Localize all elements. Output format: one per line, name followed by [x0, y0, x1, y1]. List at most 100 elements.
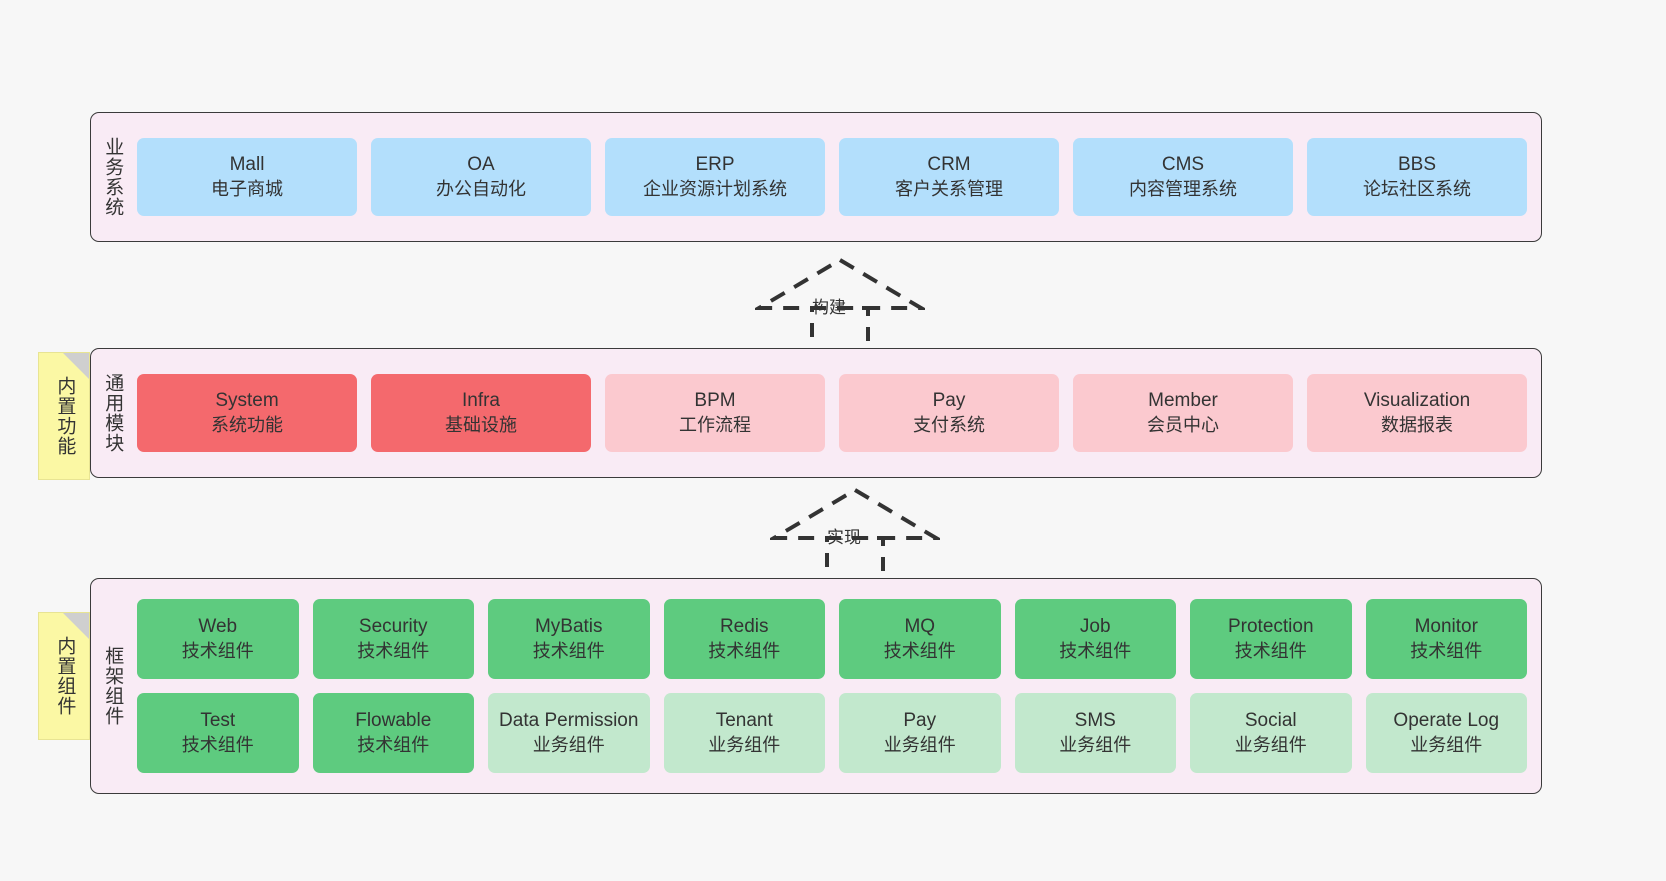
card-system[interactable]: System 系统功能: [137, 374, 357, 452]
card-title: MQ: [904, 615, 936, 637]
card-subtitle: 工作流程: [679, 414, 751, 435]
card-subtitle: 技术组件: [181, 734, 254, 755]
card-flowable[interactable]: Flowable 技术组件: [312, 693, 474, 773]
card-title: Member: [1148, 389, 1218, 411]
card-title: MyBatis: [534, 615, 603, 637]
card-subtitle: 论坛社区系统: [1363, 178, 1471, 199]
card-subtitle: 技术组件: [1059, 640, 1132, 661]
card-title: Pay: [932, 389, 966, 411]
card-job[interactable]: Job 技术组件: [1014, 599, 1176, 679]
card-title: OA: [467, 153, 495, 175]
card-title: Security: [358, 615, 428, 637]
card-subtitle: 业务组件: [1410, 734, 1483, 755]
connector-build-label: 构建: [812, 298, 846, 317]
card-row: Web 技术组件 Security 技术组件 MyBatis 技术组件 Redi…: [137, 599, 1527, 679]
card-title: CMS: [1161, 153, 1205, 175]
card-sms[interactable]: SMS 业务组件: [1014, 693, 1176, 773]
card-subtitle: 基础设施: [445, 414, 517, 435]
layer-title-framework-components: 框架组件: [102, 646, 124, 726]
card-subtitle: 技术组件: [181, 640, 254, 661]
card-title: Data Permission: [499, 709, 639, 731]
card-row: System 系统功能 Infra 基础设施 BPM 工作流程 Pay 支付系统…: [137, 374, 1527, 452]
sticky-note-builtin-features: 内置功能: [38, 352, 90, 480]
card-subtitle: 会员中心: [1147, 414, 1219, 435]
card-subtitle: 业务组件: [532, 734, 605, 755]
card-mq[interactable]: MQ 技术组件: [839, 599, 1001, 679]
card-oa[interactable]: OA 办公自动化: [371, 138, 591, 216]
card-pay-component[interactable]: Pay 业务组件: [839, 693, 1001, 773]
layer-body-common-modules: System 系统功能 Infra 基础设施 BPM 工作流程 Pay 支付系统…: [133, 349, 1541, 477]
card-pay-module[interactable]: Pay 支付系统: [839, 374, 1059, 452]
card-subtitle: 业务组件: [1059, 734, 1132, 755]
card-subtitle: 客户关系管理: [895, 178, 1003, 199]
card-subtitle: 业务组件: [1234, 734, 1307, 755]
card-redis[interactable]: Redis 技术组件: [663, 599, 825, 679]
card-title: Job: [1079, 615, 1111, 637]
layer-body-business-system: Mall 电子商城 OA 办公自动化 ERP 企业资源计划系统 CRM 客户关系…: [133, 113, 1541, 241]
card-title: System: [215, 389, 279, 411]
card-title: Flowable: [355, 709, 432, 731]
connector-implement-label: 实现: [827, 528, 861, 547]
layer-title-business-system: 业务系统: [102, 137, 124, 217]
card-infra[interactable]: Infra 基础设施: [371, 374, 591, 452]
card-social[interactable]: Social 业务组件: [1190, 693, 1352, 773]
card-title: Tenant: [715, 709, 773, 731]
card-subtitle: 系统功能: [211, 414, 283, 435]
layer-title-common-modules: 通用模块: [102, 373, 124, 453]
card-title: Social: [1244, 709, 1297, 731]
card-subtitle: 企业资源计划系统: [643, 178, 787, 199]
card-web[interactable]: Web 技术组件: [137, 599, 299, 679]
card-title: Operate Log: [1393, 709, 1500, 731]
card-title: CRM: [927, 153, 971, 175]
card-mybatis[interactable]: MyBatis 技术组件: [488, 599, 650, 679]
layer-business-system: 业务系统 Mall 电子商城 OA 办公自动化 ERP 企业资源计划系统 CRM…: [90, 112, 1542, 242]
layer-body-framework-components: Web 技术组件 Security 技术组件 MyBatis 技术组件 Redi…: [133, 579, 1541, 793]
card-subtitle: 数据报表: [1381, 414, 1453, 435]
card-member[interactable]: Member 会员中心: [1073, 374, 1293, 452]
card-title: Infra: [461, 389, 501, 411]
card-title: Test: [200, 709, 236, 731]
card-test[interactable]: Test 技术组件: [137, 693, 299, 773]
card-title: Redis: [719, 615, 769, 637]
card-subtitle: 技术组件: [1410, 640, 1483, 661]
card-subtitle: 技术组件: [357, 640, 430, 661]
card-cms[interactable]: CMS 内容管理系统: [1073, 138, 1293, 216]
card-mall[interactable]: Mall 电子商城: [137, 138, 357, 216]
card-protection[interactable]: Protection 技术组件: [1190, 599, 1352, 679]
card-subtitle: 技术组件: [357, 734, 430, 755]
card-subtitle: 技术组件: [708, 640, 781, 661]
card-row: Test 技术组件 Flowable 技术组件 Data Permission …: [137, 693, 1527, 773]
card-tenant[interactable]: Tenant 业务组件: [663, 693, 825, 773]
card-row: Mall 电子商城 OA 办公自动化 ERP 企业资源计划系统 CRM 客户关系…: [137, 138, 1527, 216]
card-title: Mall: [229, 153, 265, 175]
card-subtitle: 内容管理系统: [1129, 178, 1237, 199]
card-erp[interactable]: ERP 企业资源计划系统: [605, 138, 825, 216]
card-title: Visualization: [1363, 389, 1471, 411]
card-title: Monitor: [1414, 615, 1478, 637]
card-data-permission[interactable]: Data Permission 业务组件: [488, 693, 650, 773]
card-bbs[interactable]: BBS 论坛社区系统: [1307, 138, 1527, 216]
card-title: Web: [198, 615, 238, 637]
card-operate-log[interactable]: Operate Log 业务组件: [1365, 693, 1527, 773]
card-title: SMS: [1074, 709, 1116, 731]
card-title: Pay: [903, 709, 937, 731]
card-title: Protection: [1227, 615, 1314, 637]
card-subtitle: 业务组件: [708, 734, 781, 755]
card-title: ERP: [695, 153, 735, 175]
card-subtitle: 技术组件: [883, 640, 956, 661]
layer-common-modules: 通用模块 System 系统功能 Infra 基础设施 BPM 工作流程 Pay…: [90, 348, 1542, 478]
card-security[interactable]: Security 技术组件: [312, 599, 474, 679]
card-crm[interactable]: CRM 客户关系管理: [839, 138, 1059, 216]
card-subtitle: 支付系统: [913, 414, 985, 435]
card-subtitle: 技术组件: [1234, 640, 1307, 661]
layer-framework-components: 框架组件 Web 技术组件 Security 技术组件 MyBatis 技术组件…: [90, 578, 1542, 794]
card-subtitle: 电子商城: [211, 178, 283, 199]
card-bpm[interactable]: BPM 工作流程: [605, 374, 825, 452]
card-monitor[interactable]: Monitor 技术组件: [1365, 599, 1527, 679]
card-subtitle: 技术组件: [532, 640, 605, 661]
card-visualization[interactable]: Visualization 数据报表: [1307, 374, 1527, 452]
card-title: BBS: [1397, 153, 1437, 175]
card-subtitle: 办公自动化: [436, 178, 526, 199]
card-subtitle: 业务组件: [883, 734, 956, 755]
